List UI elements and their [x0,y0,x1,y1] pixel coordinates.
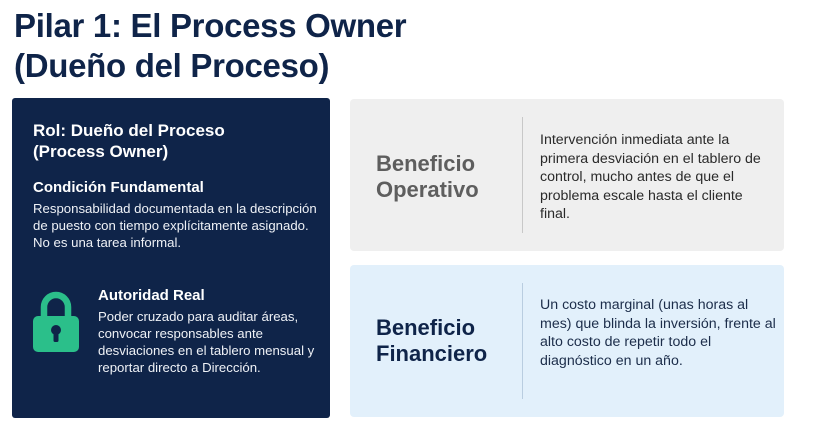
role-heading-line-2: (Process Owner) [33,142,169,161]
lock-icon [32,288,80,354]
benefit-financiero-label: Beneficio Financiero [376,315,487,367]
divider [522,117,523,233]
benefit-financiero-label-line-2: Financiero [376,341,488,366]
benefit-operativo-label-line-1: Beneficio [376,151,476,176]
condition-body: Responsabilidad documentada en la descri… [33,201,317,250]
benefit-financiero-label-line-1: Beneficio [376,315,476,340]
divider [522,283,523,399]
benefit-operativo-text: Intervención inmediata ante la primera d… [540,132,761,222]
benefit-operativo-label: Beneficio Operativo [376,151,479,203]
authority-heading: Autoridad Real [98,287,205,304]
page-title-line-2: (Dueño del Proceso) [14,47,330,84]
role-panel: Rol: Dueño del Proceso (Process Owner) C… [12,98,330,418]
benefit-operativo-card: Beneficio Operativo Intervención inmedia… [350,99,784,251]
page-title: Pilar 1: El Process Owner (Dueño del Pro… [14,6,407,86]
benefit-operativo-label-line-2: Operativo [376,177,479,202]
page-title-line-1: Pilar 1: El Process Owner [14,7,407,44]
role-heading: Rol: Dueño del Proceso (Process Owner) [33,120,323,162]
benefit-financiero-card: Beneficio Financiero Un costo marginal (… [350,265,784,417]
authority-body: Poder cruzado para auditar áreas, convoc… [98,309,315,375]
benefit-financiero-text: Un costo marginal (unas horas al mes) qu… [540,297,776,369]
condition-heading: Condición Fundamental [33,179,204,196]
role-heading-line-1: Rol: Dueño del Proceso [33,121,225,140]
